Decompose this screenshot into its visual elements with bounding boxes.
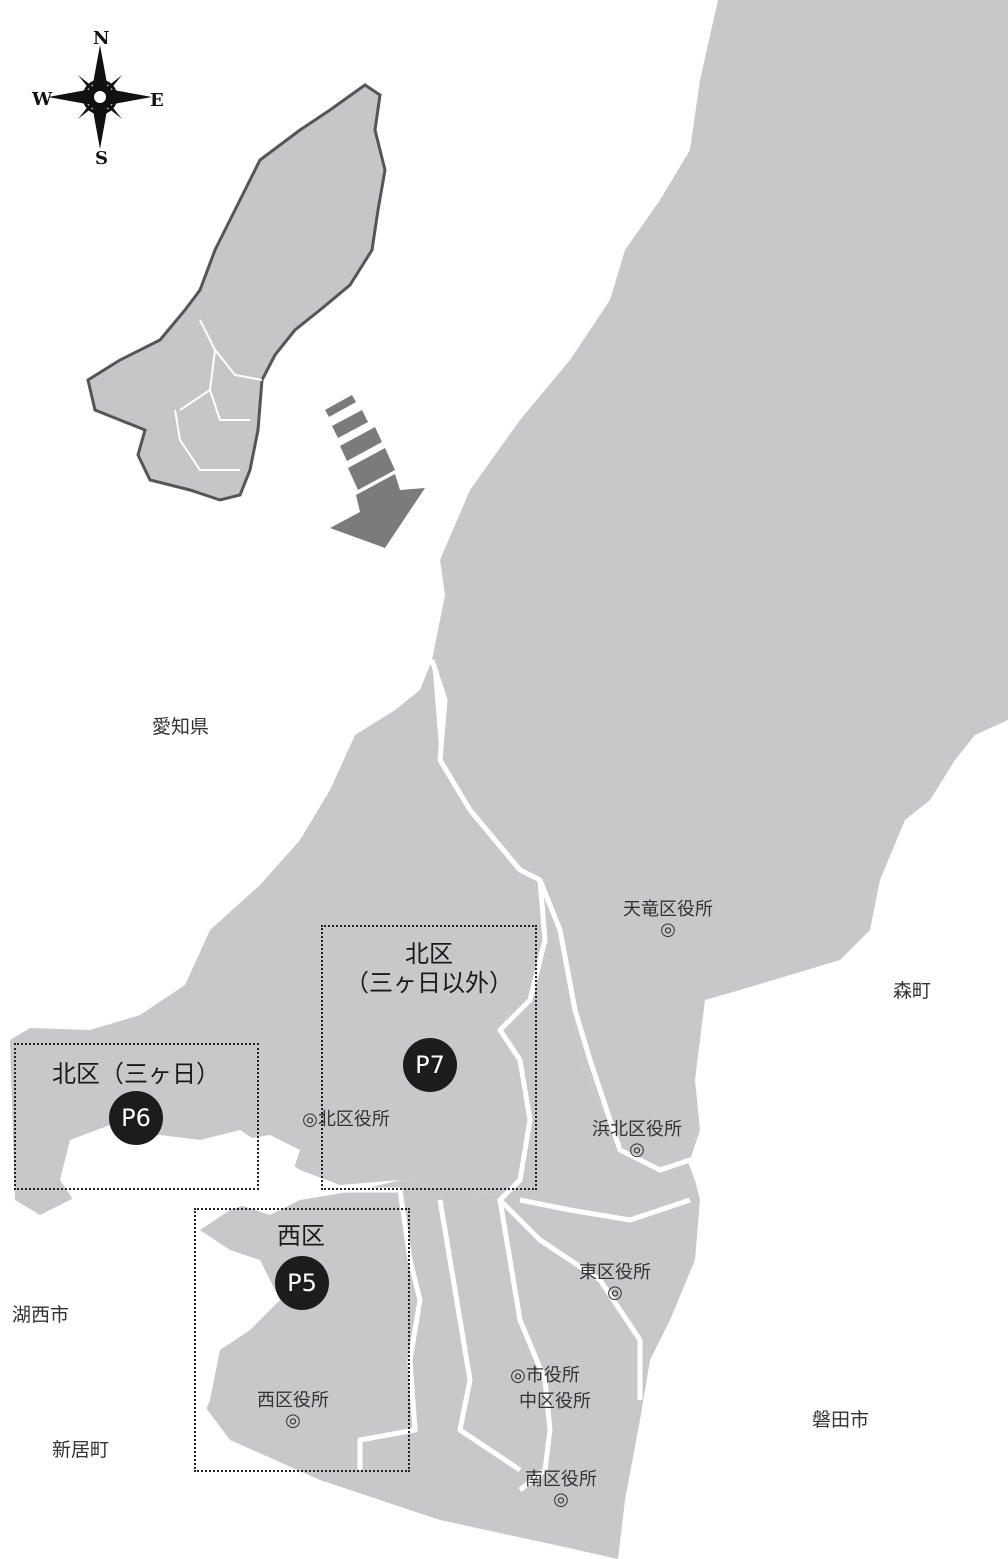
office-naka: 中区役所: [519, 1391, 591, 1413]
office-kita: ◎北区役所: [302, 1109, 390, 1131]
office-city-hall: ◎市役所: [510, 1365, 580, 1387]
office-kita-label: 北区役所: [317, 1109, 390, 1130]
badge-p7[interactable]: P7: [403, 1038, 457, 1092]
office-hamakita-marker: ◎: [629, 1138, 645, 1160]
office-higashi: 東区役所 ◎: [579, 1262, 651, 1303]
office-minami: 南区役所 ◎: [525, 1469, 597, 1510]
office-higashi-label: 東区役所: [579, 1262, 651, 1283]
label-mori: 森町: [893, 980, 932, 1002]
office-nishi-label: 西区役所: [257, 1390, 329, 1411]
region-box-kita-other[interactable]: [321, 925, 537, 1190]
region-nishi-title: 西区: [277, 1222, 325, 1250]
compass-north: N: [93, 28, 110, 49]
office-minami-marker: ◎: [553, 1488, 569, 1510]
office-tenryu-label: 天竜区役所: [623, 899, 713, 920]
inset-map: [86, 83, 387, 502]
compass-west: W: [32, 89, 53, 110]
compass-south: S: [95, 148, 108, 169]
ward-boundaries: [269, 659, 708, 1492]
southern-wards: [180, 880, 700, 1559]
label-arai: 新居町: [52, 1439, 110, 1461]
badge-p6[interactable]: P6: [109, 1091, 163, 1145]
office-hamakita-label: 浜北区役所: [592, 1119, 682, 1140]
lake-hamana: [60, 1125, 300, 1430]
office-higashi-marker: ◎: [607, 1281, 623, 1303]
office-kita-marker: ◎: [302, 1109, 318, 1130]
compass-rose-icon: [48, 45, 152, 149]
region-box-nishi[interactable]: [194, 1208, 410, 1472]
office-nishi: 西区役所 ◎: [257, 1390, 329, 1431]
label-kosai: 湖西市: [12, 1304, 70, 1326]
region-kita-mikkabi-title: 北区（三ヶ日）: [52, 1060, 220, 1088]
label-aichi: 愛知県: [152, 716, 210, 738]
office-nishi-marker: ◎: [285, 1409, 301, 1431]
region-kita-other-line1: 北区: [405, 940, 453, 968]
office-city-hall-label: 市役所: [525, 1365, 580, 1386]
badge-p5[interactable]: P5: [275, 1256, 329, 1310]
office-city-hall-marker: ◎: [510, 1365, 526, 1386]
direction-arrow: [325, 395, 425, 548]
tenryu-region: [432, 0, 1008, 1170]
office-minami-label: 南区役所: [525, 1469, 597, 1490]
region-kita-other-title: 北区 （三ヶ日以外）: [345, 940, 513, 998]
label-iwata: 磐田市: [812, 1409, 870, 1431]
office-hamakita: 浜北区役所 ◎: [592, 1119, 682, 1160]
region-kita-other-line2: （三ヶ日以外）: [345, 968, 513, 997]
region-box-kita-mikkabi[interactable]: [14, 1043, 259, 1190]
inset-boundaries: [174, 319, 263, 471]
office-naka-label: 中区役所: [519, 1391, 591, 1412]
office-tenryu: 天竜区役所 ◎: [623, 899, 713, 940]
office-tenryu-marker: ◎: [660, 918, 676, 940]
compass-east: E: [150, 90, 164, 111]
